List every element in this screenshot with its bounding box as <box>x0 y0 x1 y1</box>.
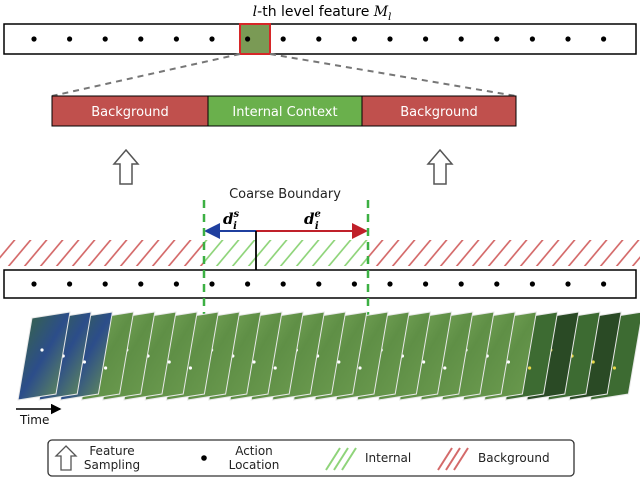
top-feature-dot <box>102 36 108 42</box>
bottom-feature-dot <box>245 281 251 287</box>
bottom-feature-dot <box>423 281 429 287</box>
start-distance-sup: s <box>234 209 240 220</box>
sampling-label-internal: Internal Context <box>232 105 337 120</box>
bottom-feature-dot <box>565 281 571 287</box>
sampling-bar: Background Internal Context Background <box>51 95 517 127</box>
hatch-internal <box>204 240 368 266</box>
bottom-feature-dot <box>387 281 393 287</box>
top-feature-dots <box>31 36 607 42</box>
top-feature-dot <box>209 36 215 42</box>
sampling-segment-background-right <box>361 95 517 127</box>
frame-player-mark <box>358 366 362 370</box>
frame-player-mark <box>422 360 426 364</box>
top-feature-dot <box>494 36 500 42</box>
end-distance-sup: e <box>315 209 321 220</box>
bottom-feature-dot <box>351 281 357 287</box>
frame-player-mark <box>337 360 341 364</box>
end-distance-base: d <box>304 210 315 228</box>
frame-player-mark <box>273 366 277 370</box>
top-feature-dot <box>529 36 536 42</box>
start-distance-sub: i <box>233 221 237 232</box>
bottom-feature-dot <box>138 281 144 287</box>
legend: Feature Sampling Action Location Interna… <box>47 439 575 477</box>
top-feature-dot <box>351 36 357 42</box>
legend-feature-sampling-icon <box>54 445 78 471</box>
top-feature-dot <box>67 36 73 42</box>
top-feature-dot <box>316 36 322 42</box>
top-feature-dot <box>423 36 429 42</box>
top-feature-dot <box>458 36 464 42</box>
sampling-label-background-left: Background <box>91 105 169 120</box>
bottom-feature-dot <box>209 281 215 287</box>
legend-internal-label: Internal <box>365 451 411 465</box>
bottom-feature-dot <box>529 281 536 287</box>
top-feature-dot <box>387 36 393 42</box>
bottom-feature-dot <box>316 281 322 287</box>
title-prefix: l <box>253 4 257 20</box>
legend-feature-sampling-line1: Feature <box>89 444 134 458</box>
frame-player-mark <box>40 348 44 352</box>
bottom-feature-dots <box>31 281 607 287</box>
start-distance-base: d <box>223 210 234 228</box>
legend-action-location-line2: Location <box>229 458 280 472</box>
frame-player-mark <box>188 366 192 370</box>
legend-background-hatch-icon <box>437 447 469 471</box>
top-feature-dot <box>245 36 251 42</box>
bottom-feature-dot <box>601 281 607 287</box>
video-frame <box>17 311 71 401</box>
level-feature-title: l-th level feature Ml <box>253 4 392 23</box>
title-subscript: l <box>388 12 391 23</box>
end-distance-sub: i <box>315 221 319 232</box>
time-label: Time <box>19 413 49 427</box>
hatch-background-left <box>0 240 204 266</box>
top-feature-dot <box>280 36 286 42</box>
frame-player-mark <box>528 366 532 370</box>
bottom-feature-dot <box>67 281 73 287</box>
hatch-background-right <box>368 240 640 266</box>
legend-feature-sampling-line2: Sampling <box>84 458 140 472</box>
top-feature-dot <box>565 36 571 42</box>
frame-player-mark <box>443 366 447 370</box>
frame-player-mark <box>82 360 86 364</box>
bottom-feature-dot <box>102 281 108 287</box>
frame-player-mark <box>506 360 510 364</box>
legend-internal-hatch-icon <box>325 447 357 471</box>
title-text: -th level feature <box>257 4 374 20</box>
title-symbol: M <box>373 4 389 20</box>
legend-action-location-dot-icon <box>201 455 207 461</box>
coarse-boundary-label: Coarse Boundary <box>229 187 341 202</box>
bottom-feature-dot <box>31 281 37 287</box>
bottom-feature-dot <box>458 281 464 287</box>
frame-player-mark <box>612 366 617 370</box>
legend-box <box>47 439 575 477</box>
top-feature-dot <box>138 36 144 42</box>
bottom-feature-dot <box>280 281 286 287</box>
frame-player-mark <box>104 366 108 370</box>
zoom-line-right <box>269 53 517 97</box>
legend-background-label: Background <box>478 451 550 465</box>
feature-sampling-arrow-left-icon <box>112 148 140 185</box>
bottom-feature-dot <box>494 281 500 287</box>
frame-player-mark <box>252 360 256 364</box>
top-feature-dot <box>173 36 179 42</box>
legend-action-location-line1: Action <box>235 444 273 458</box>
highlighted-feature-cell <box>239 23 271 55</box>
top-feature-dot <box>601 36 607 42</box>
frame-player-mark <box>591 360 595 364</box>
bottom-feature-dot <box>173 281 179 287</box>
sampling-label-background-right: Background <box>400 105 478 120</box>
video-frame-stack <box>17 311 640 401</box>
zoom-line-left <box>51 53 241 97</box>
feature-sampling-arrow-right-icon <box>426 148 454 185</box>
frame-player-mark <box>167 360 171 364</box>
top-feature-dot <box>31 36 37 42</box>
